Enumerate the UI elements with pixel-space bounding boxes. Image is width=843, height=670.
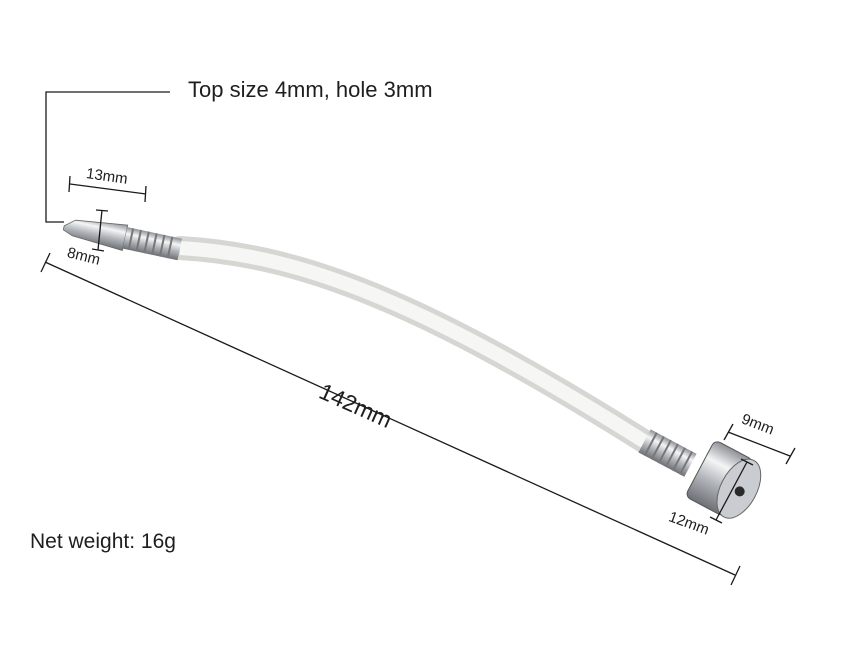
end-cap [686, 441, 762, 519]
top-size-leader-line [45, 91, 170, 223]
net-weight-label: Net weight: 16g [30, 530, 176, 553]
top-size-label: Top size 4mm, hole 3mm [188, 77, 433, 102]
cap-hole [734, 486, 745, 497]
cap-length-dimension [723, 423, 796, 465]
tip-length-dimension [68, 175, 147, 203]
silicone-tube [168, 236, 662, 457]
tip-thread [122, 227, 183, 261]
metal-tip [62, 219, 183, 261]
tip-diameter-dimension [91, 209, 109, 252]
end-thread [638, 429, 697, 477]
total-length-dimension [40, 252, 741, 586]
cap-diameter-dimension [709, 458, 754, 524]
